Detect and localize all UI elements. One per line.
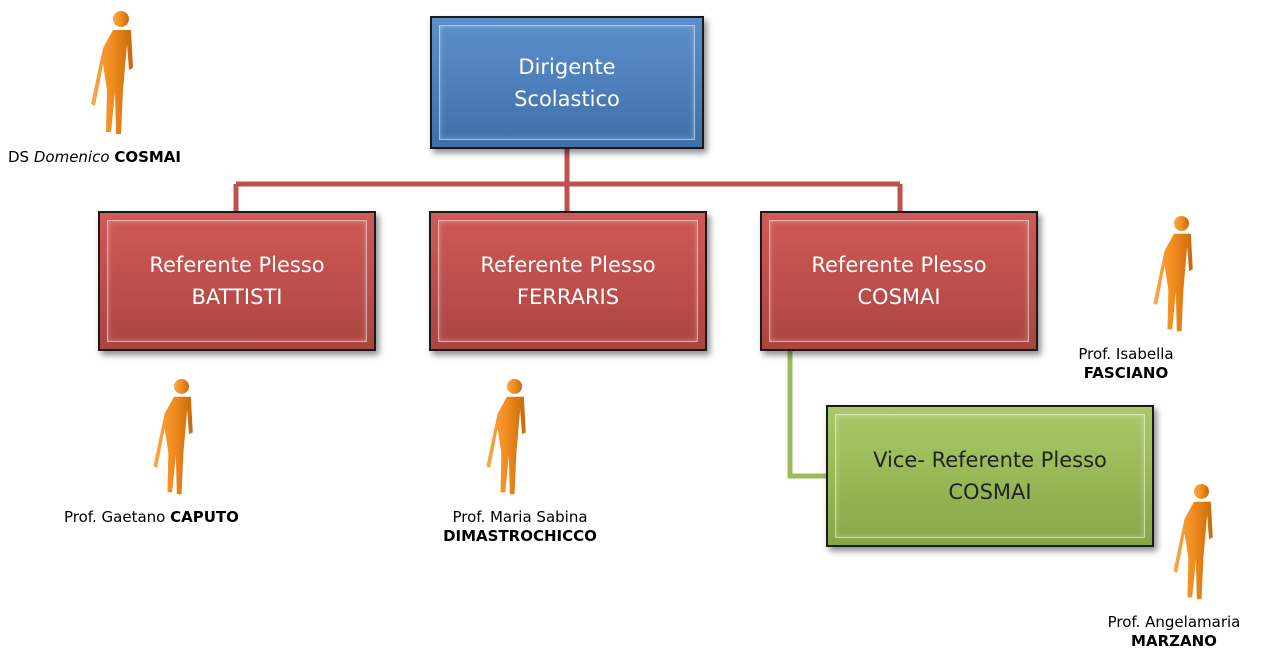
node-label-line2: COSMAI (857, 285, 941, 309)
caption-last-name: MARZANO (1131, 632, 1217, 650)
node-label-line2: BATTISTI (191, 285, 283, 309)
caption-prefix: DS (8, 148, 30, 166)
node-label-line1: Referente Plesso (149, 253, 325, 277)
node-referente-cosmai: Referente Plesso COSMAI (760, 211, 1038, 351)
caption-last-name: DIMASTROCHICCO (443, 527, 597, 545)
caption-prefix: Prof. Gaetano (64, 508, 166, 526)
caption-prefix: Prof. Maria Sabina (452, 508, 588, 526)
node-label-line2: COSMAI (948, 480, 1032, 504)
node-label-line1: Dirigente (518, 54, 616, 79)
person-icon (1150, 215, 1198, 335)
node-referente-ferraris: Referente Plesso FERRARIS (429, 211, 707, 351)
person-icon (150, 378, 198, 498)
caption-vice: Prof. Angelamaria MARZANO (1084, 613, 1264, 651)
caption-prefix: Prof. Isabella (1078, 345, 1174, 363)
caption-prefix: Prof. Angelamaria (1107, 613, 1241, 631)
person-icon (483, 378, 531, 498)
caption-last-name: FASCIANO (1083, 364, 1169, 382)
caption-cosmai: Prof. Isabella FASCIANO (1056, 345, 1196, 383)
node-label-line1: Referente Plesso (811, 253, 987, 277)
caption-first-name: Domenico (33, 148, 110, 166)
caption-ds: DS Domenico COSMAI (8, 148, 181, 167)
node-label-line1: Vice- Referente Plesso (873, 448, 1107, 472)
node-referente-battisti: Referente Plesso BATTISTI (98, 211, 376, 351)
node-label-line2: Scolastico (514, 86, 620, 111)
person-icon (1170, 483, 1218, 603)
person-icon (89, 10, 137, 138)
caption-last-name: CAPUTO (170, 508, 239, 526)
node-label-line1: Referente Plesso (480, 253, 656, 277)
node-dirigente-scolastico: Dirigente Scolastico (430, 16, 704, 149)
node-vice-referente-cosmai: Vice- Referente Plesso COSMAI (826, 405, 1154, 547)
node-label-line2: FERRARIS (516, 285, 620, 309)
caption-battisti: Prof. Gaetano CAPUTO (64, 508, 239, 527)
caption-last-name: COSMAI (114, 148, 181, 166)
caption-ferraris: Prof. Maria Sabina DIMASTROCHICCO (420, 508, 620, 546)
